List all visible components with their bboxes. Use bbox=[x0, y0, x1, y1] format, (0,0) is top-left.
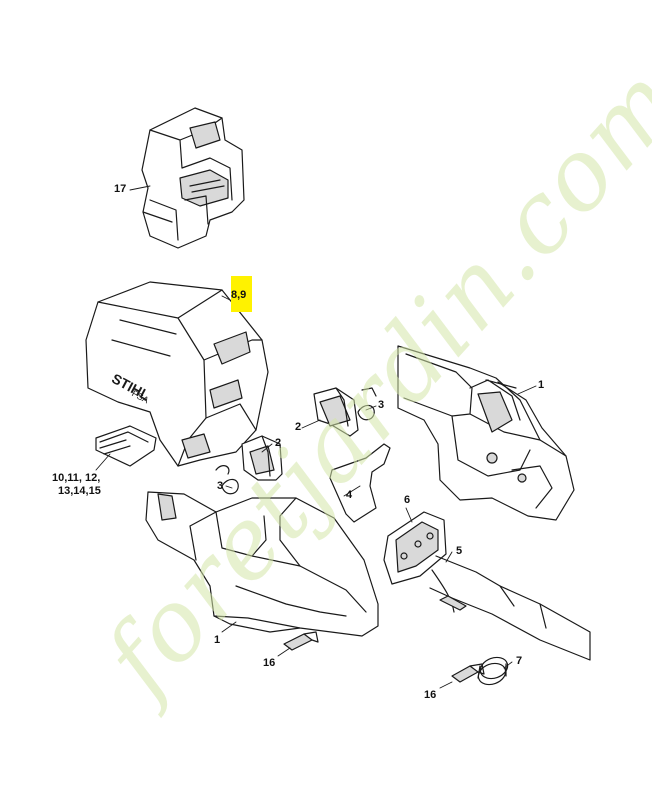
part-2-switch-mid bbox=[241, 435, 283, 481]
callout-3-top: 3 bbox=[378, 399, 385, 411]
callout-3-left: 3 bbox=[217, 480, 224, 492]
callout-17: 17 bbox=[114, 183, 127, 195]
callout-16-left: 16 bbox=[263, 657, 276, 669]
part-4-wire-clip bbox=[329, 443, 391, 523]
callout-4: 4 bbox=[346, 489, 353, 501]
callout-16-right: 16 bbox=[424, 689, 437, 701]
part-3-spring-top bbox=[357, 387, 377, 421]
callout-2-mid: 2 bbox=[275, 437, 282, 449]
part-1-handle-left bbox=[145, 491, 379, 637]
leader-lines bbox=[95, 185, 537, 689]
part-7-clamp bbox=[477, 656, 509, 686]
part-2-switch-top bbox=[313, 387, 359, 437]
callout-2-top: 2 bbox=[295, 421, 302, 433]
part-16-screw-left bbox=[283, 631, 319, 651]
part-8-9-housing: STIHL FSA bbox=[85, 281, 269, 467]
highlight-8-9 bbox=[231, 276, 252, 312]
callout-1-left: 1 bbox=[214, 634, 221, 646]
part-6-switch-block bbox=[383, 511, 447, 585]
callout-7: 7 bbox=[516, 655, 523, 667]
callout-13-15: 13,14,15 bbox=[58, 485, 101, 497]
callout-8-9: 8,9 bbox=[231, 289, 247, 301]
callout-5: 5 bbox=[456, 545, 463, 557]
callout-1-right: 1 bbox=[538, 379, 545, 391]
part-17-cap bbox=[141, 107, 245, 249]
part-5-cable bbox=[429, 555, 591, 661]
part-10-15-labels bbox=[95, 425, 157, 467]
callout-10-12: 10,11, 12, bbox=[52, 472, 101, 484]
part-1-handle-right bbox=[397, 345, 575, 521]
part-3-spring-left bbox=[215, 465, 239, 495]
callout-6: 6 bbox=[404, 494, 411, 506]
